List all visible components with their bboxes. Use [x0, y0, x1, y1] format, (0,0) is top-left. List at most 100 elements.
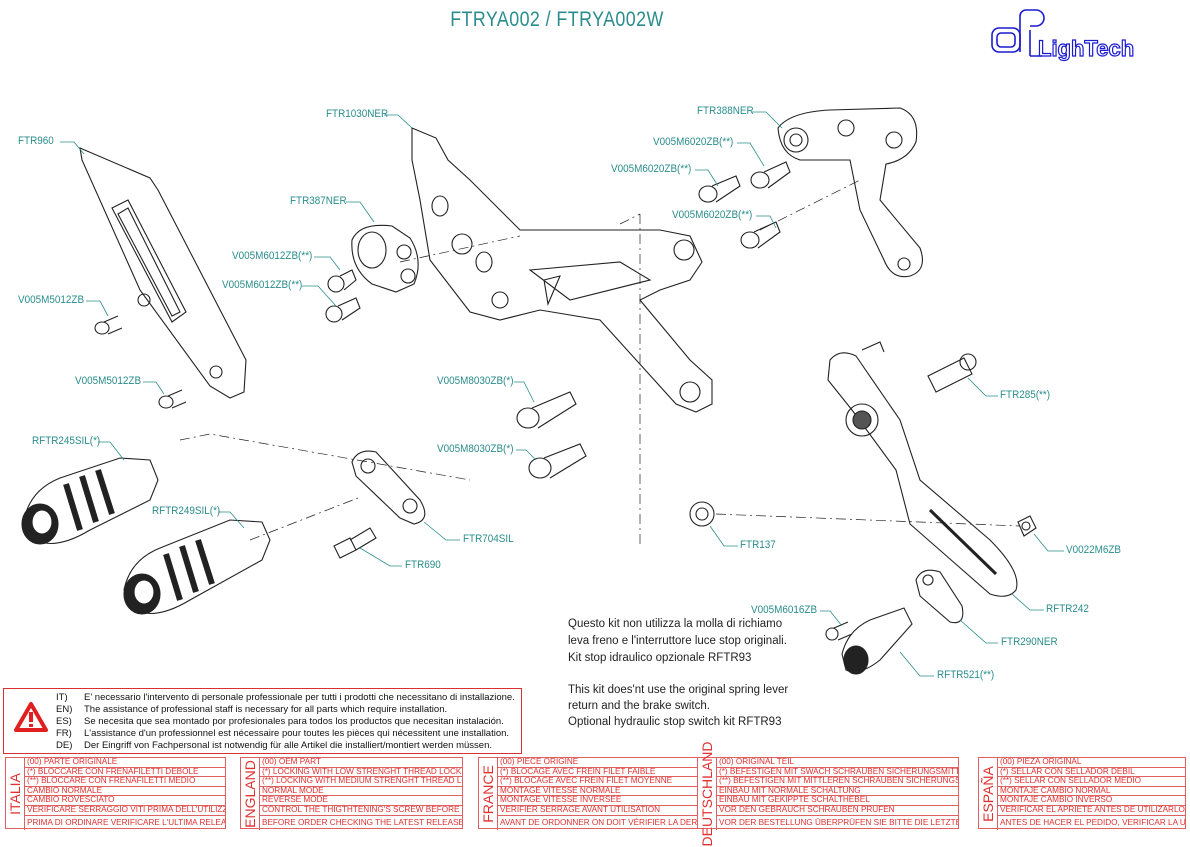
label-rftr242: RFTR242	[1046, 603, 1089, 615]
part-ftr137	[689, 501, 715, 527]
warning-row: IT)E' necessario l'intervento di persona…	[56, 692, 515, 703]
legend-line: NORMAL MODE	[260, 787, 462, 797]
warning-row: FR)L'assistance d'un professionnel est n…	[56, 728, 510, 739]
part-ftr960	[79, 147, 247, 399]
legend-line: VERIFICAR EL APRIETE ANTES DE UTILIZARLO	[998, 805, 1185, 816]
legend-line: ANTES DE HACER EL PEDIDO, VERIFICAR LA U…	[1000, 817, 1185, 827]
country-label: ITALIA	[6, 758, 25, 830]
warning-triangle-icon	[14, 702, 48, 732]
legend-line: MONTAJE CAMBIO INVERSO	[998, 796, 1185, 806]
part-ftr387ner	[351, 224, 419, 293]
warning-row: ES)Se necesita que sea montado por profe…	[56, 716, 504, 727]
part-rftr249sil	[123, 519, 271, 615]
legend-line: VOR DEN GEBRAUCH SCHRAUBEN PRÜFEN	[717, 806, 958, 816]
label-v005m8030zb: V005M8030ZB(*)	[437, 375, 514, 387]
part-rftr521	[841, 607, 913, 675]
legend-line: (*) BEFESTIGEN MIT SWACH SCHRAUBEN SICHE…	[717, 767, 958, 778]
legend-line: CONTROL THE THIGTHTENING'S SCREW BEFORE …	[260, 806, 462, 816]
legend-line: BEFORE ORDER CHECKING THE LATEST RELEASE…	[262, 817, 462, 827]
legend-line: MONTAGE VITESSE NORMALE	[498, 787, 697, 797]
country-label: ENGLAND	[241, 758, 260, 830]
part-v0022m6zb	[1017, 515, 1037, 537]
legend-line: VERIFIER SERRAGE AVANT UTILISATION	[498, 806, 697, 816]
label-ftr137: FTR137	[740, 539, 776, 551]
label-v005m5012zb: V005M5012ZB	[18, 294, 85, 306]
part-rftr245sil	[21, 457, 159, 545]
warning-box: IT)E' necessario l'intervento di persona…	[3, 688, 522, 754]
svg-text:LighTech: LighTech	[1038, 36, 1134, 61]
legend-line: (**) BLOCCARE CON FRENAFILETTI MEDIO	[25, 777, 225, 787]
label-v005m5012zb: V005M5012ZB	[75, 375, 142, 387]
legend-line: AVANT DE ORDONNER ON DOIT VÉRIFIER LA DE…	[500, 817, 697, 827]
legend-table-france: FRANCE(00) PIECE ORIGINE(*) BLOCAGE AVEC…	[478, 757, 698, 830]
warning-row: DE)Der Eingriff von Fachpersonal ist not…	[56, 740, 492, 751]
legend-table-españa: ESPAÑA(00) PIEZA ORIGINAL(*) SELLAR CON …	[978, 757, 1186, 830]
legend-line: CAMBIO NORMALE	[25, 787, 225, 797]
legend-table-england: ENGLAND(00) OEM PART(*) LOCKING WITH LOW…	[240, 757, 463, 830]
part-ftr704sil	[351, 450, 426, 525]
legend-line: (00) OEM PART	[260, 758, 462, 768]
legend-line: (**) SELLAR CON SELLADOR MEDIO	[998, 777, 1185, 787]
note-en-line: Optional hydraulic stop switch kit RFTR9…	[568, 716, 782, 728]
legend-line: (00) PARTE ORIGINALE	[25, 758, 225, 768]
legend-line: (*) SELLAR CON SELLADOR DEBIL	[998, 768, 1185, 778]
note-en-line: This kit does'nt use the original spring…	[568, 684, 789, 696]
label-ftr388ner: FTR388NER	[697, 105, 754, 117]
legend-line: (*) BLOCCARE CON FRENAFILETTI DEBOLE	[25, 768, 225, 778]
label-rftr249sil: RFTR249SIL(*)	[152, 505, 221, 517]
country-label: FRANCE	[479, 758, 498, 830]
part-ftr1030ner	[411, 127, 713, 546]
label-v005m6012zb: V005M6012ZB(**)	[232, 250, 313, 262]
label-ftr290ner: FTR290NER	[1001, 636, 1058, 648]
drawing-title: FTRYA002 / FTRYA002W	[450, 8, 664, 31]
label-v005m6020zb: V005M6020ZB(**)	[611, 163, 692, 175]
legend-line: VOR DER BESTELLUNG ÜBERPRÜFEN SIE BITTE …	[719, 817, 958, 827]
legend-line: VERIFICARE SERRAGGIO VITI PRIMA DELL'UTI…	[25, 805, 225, 816]
note-it-line: Kit stop idraulico opzionale RFTR93	[568, 652, 752, 664]
legend-line: PRIMA DI ORDINARE VERIFICARE L'ULTIMA RE…	[27, 817, 225, 827]
label-rftr245sil: RFTR245SIL(*)	[32, 435, 101, 447]
label-v005m6012zb: V005M6012ZB(**)	[222, 279, 303, 291]
legend-line: (**) BEFESTIGEN MIT MITTLEREN SCHRAUBEN …	[717, 777, 958, 787]
legend-line: REVERSE MODE	[260, 796, 462, 806]
part-ftr285	[927, 353, 977, 393]
label-v005m8030zb: V005M8030ZB(*)	[437, 443, 514, 455]
label-ftr1030ner: FTR1030NER	[326, 108, 389, 120]
legend-line: (00) PIEZA ORIGINAL	[998, 758, 1185, 768]
note-en-line: return and the brake switch.	[568, 700, 710, 712]
legend-line: (*) BLOCAGE AVEC FREIN FILET FAIBLE	[498, 768, 697, 778]
legend-line: MONTAJE CAMBIO NORMAL	[998, 787, 1185, 797]
label-v005m6020zb: V005M6020ZB(**)	[653, 136, 734, 148]
legend-line: CAMBIO ROVESCIATO	[25, 796, 225, 806]
screws	[94, 161, 853, 641]
part-rftr242	[827, 341, 1018, 597]
part-ftr290ner	[915, 569, 964, 624]
exploded-diagram: LighTech	[21, 9, 1135, 677]
legend-line: MONTAGE VITESSE INVERSEE	[498, 796, 697, 806]
label-rftr521: RFTR521(**)	[937, 669, 995, 681]
warning-row: EN)The assistance of professional staff …	[56, 704, 448, 715]
legend-table-deutschland: DEUTSCHLAND(00) ORIGINAL TEIL(*) BEFESTI…	[697, 741, 959, 847]
country-label: DEUTSCHLAND	[699, 741, 717, 847]
note-it-line: Questo kit non utilizza la molla di rich…	[568, 618, 783, 630]
label-ftr387ner: FTR387NER	[290, 195, 347, 207]
label-ftr704sil: FTR704SIL	[463, 533, 514, 545]
label-ftr285: FTR285(**)	[1000, 389, 1051, 401]
legend-line: EINBAU MIT GEKIPPTE SCHALTHEBEL	[717, 796, 958, 806]
legend-line: (*) LOCKING WITH LOW STRENGHT THREAD LOC…	[260, 767, 462, 778]
legend-table-italia: ITALIA(00) PARTE ORIGINALE(*) BLOCCARE C…	[5, 757, 226, 830]
legend-line: (00) PIECE ORIGINE	[498, 758, 697, 768]
legend-line: (**) BLOCAGE AVEC FREIN FILET MOYENNE	[498, 777, 697, 787]
legend-line: EINBAU MIT NORMALE SCHALTUNG	[717, 787, 958, 797]
lightech-logo: LighTech	[991, 9, 1135, 62]
legend-line: (**) LOCKING WITH MEDIUM STRENGHT THREAD…	[260, 777, 462, 787]
country-label: ESPAÑA	[979, 758, 998, 830]
label-v005m6016zb: V005M6016ZB	[751, 604, 818, 616]
label-ftr960: FTR960	[18, 135, 54, 147]
legend-line: (00) ORIGINAL TEIL	[717, 758, 958, 768]
label-ftr690: FTR690	[405, 559, 441, 571]
label-v0022m6zb: V0022M6ZB	[1066, 544, 1122, 556]
label-v005m6020zb: V005M6020ZB(**)	[672, 209, 753, 221]
part-ftr388ner	[777, 107, 923, 278]
note-it-line: leva freno e l'interruttore luce stop or…	[568, 635, 787, 647]
